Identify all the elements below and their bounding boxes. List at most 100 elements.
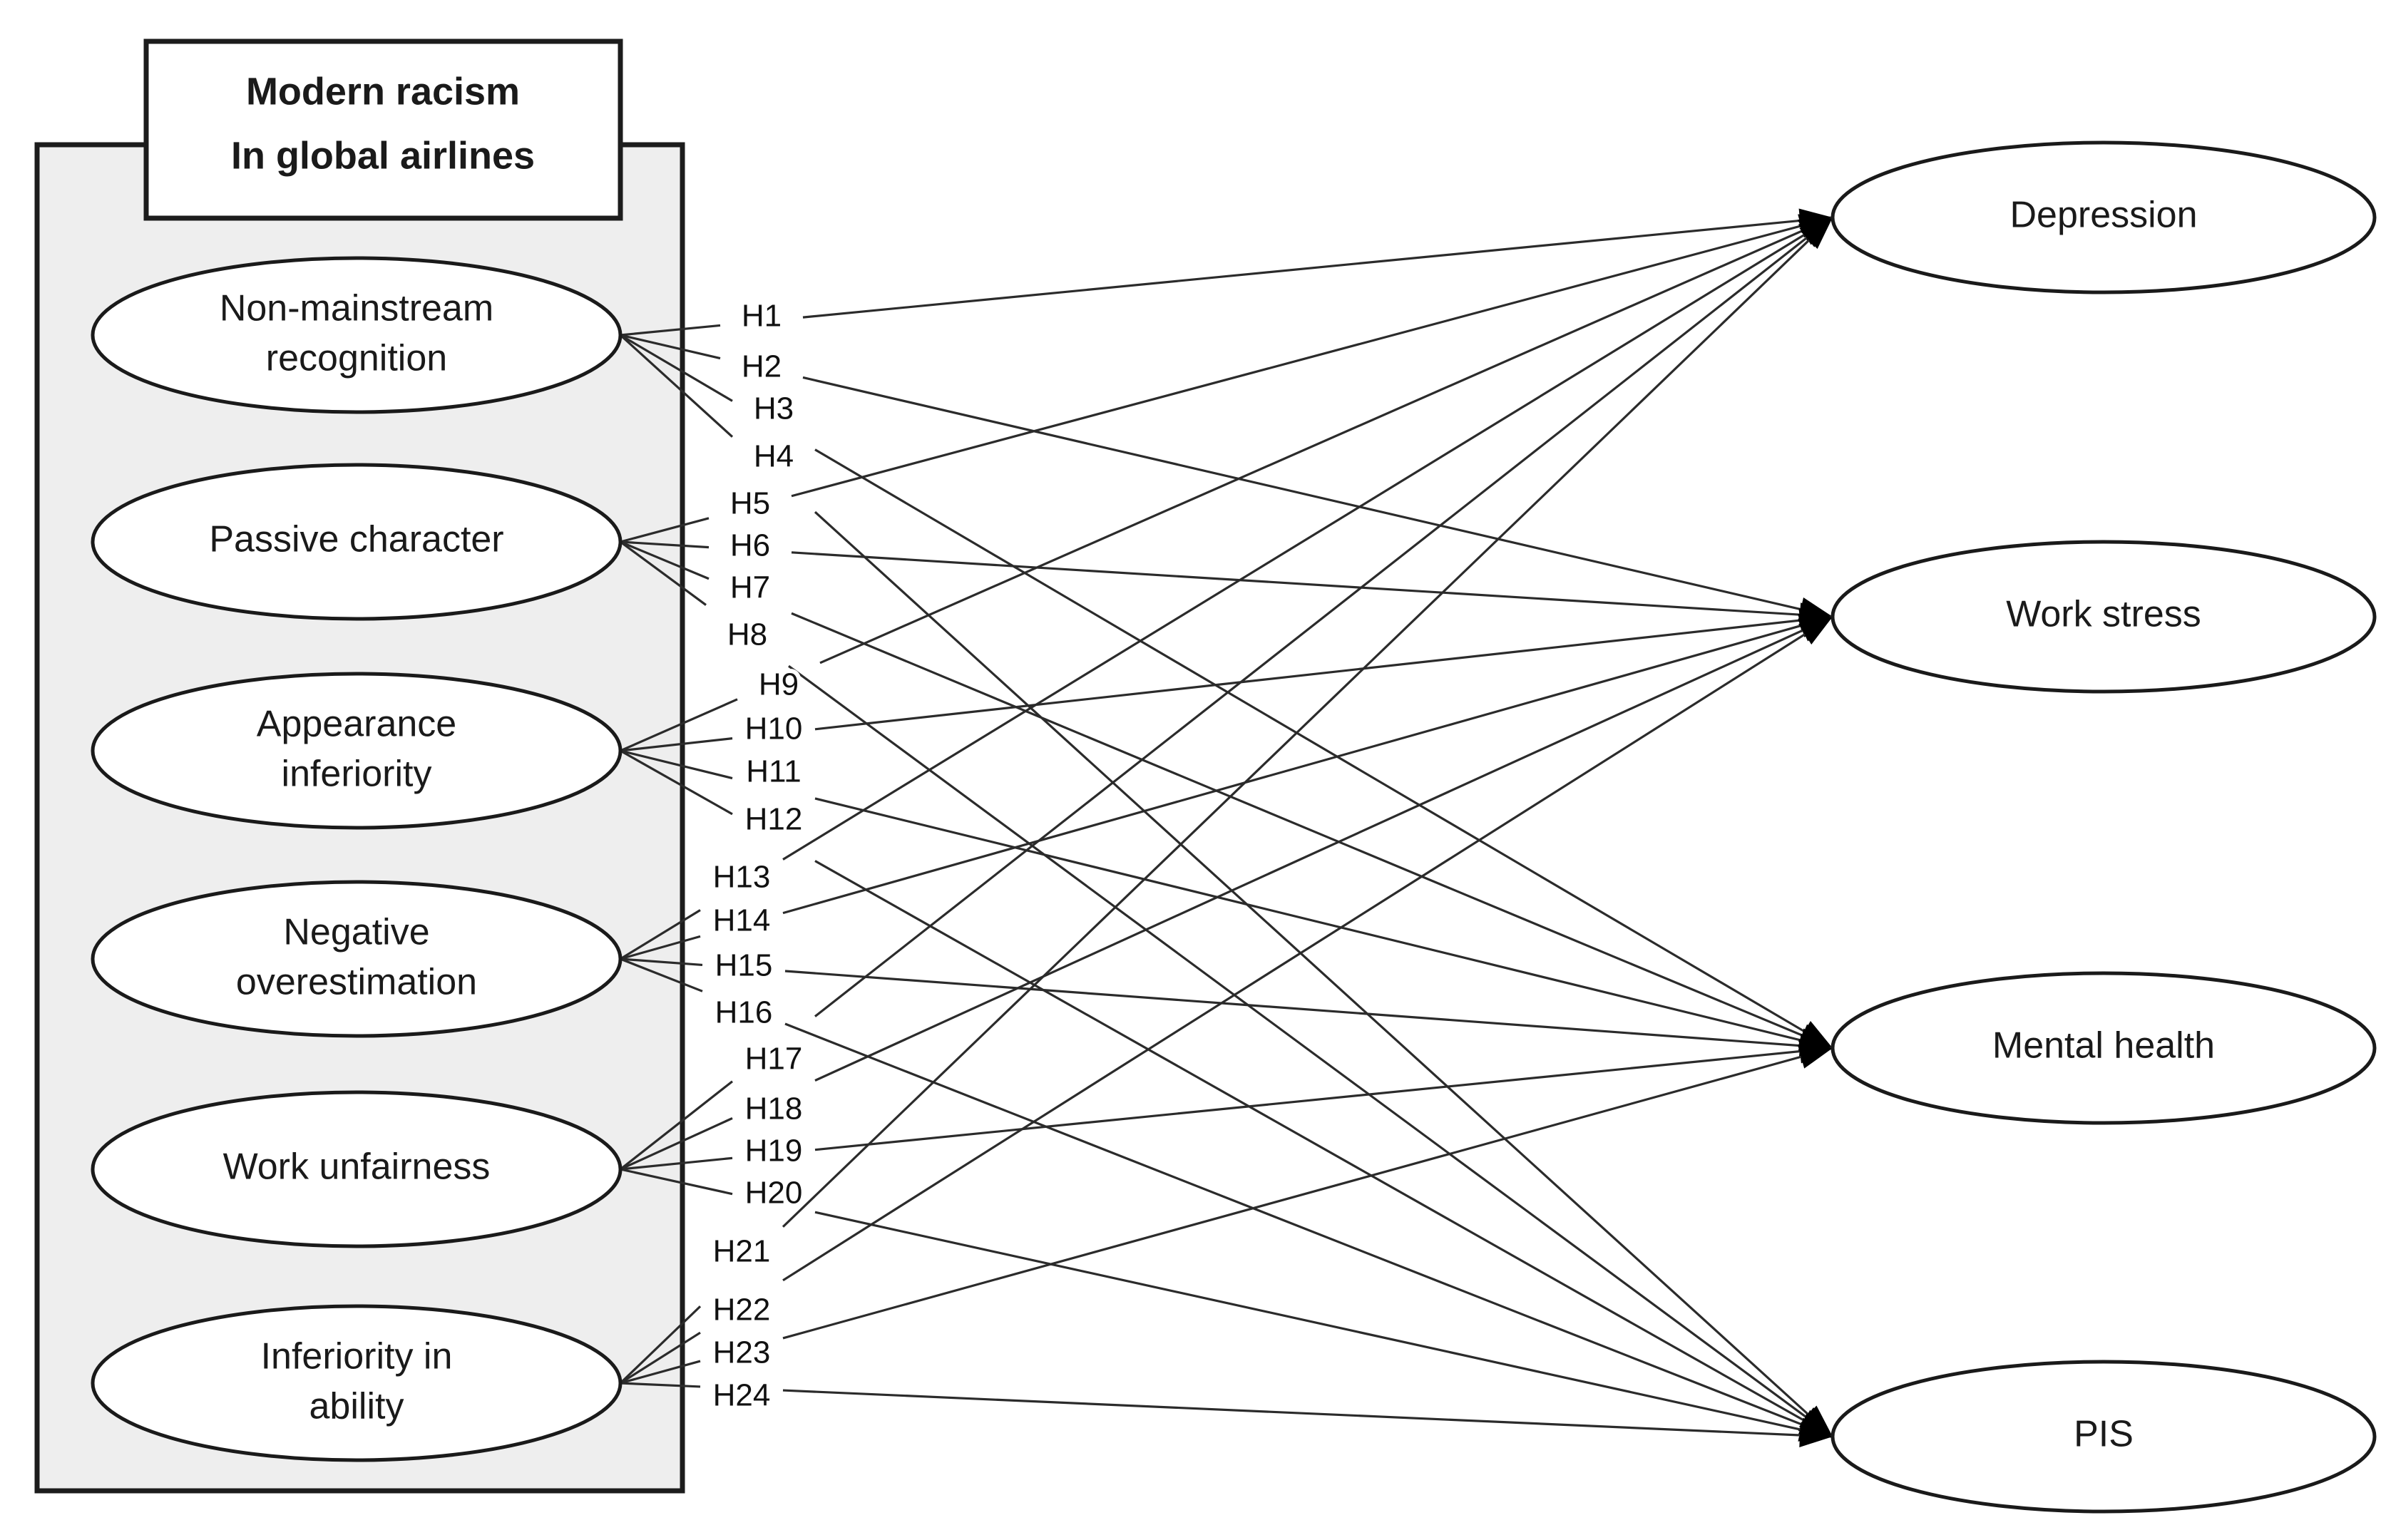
outcome-ellipse[interactable] <box>1830 140 2377 294</box>
label-text: H18 <box>745 1092 803 1126</box>
hypothesis-path-h4 <box>619 334 1834 1438</box>
label-halo: H10 <box>745 712 803 746</box>
outcome-ellipse[interactable] <box>1830 540 2377 694</box>
hypothesis-paths-layer <box>619 208 1834 1447</box>
hypothesis-labels-layer: H1H1H2H2H3H3H4H4H5H5H6H6H7H7H8H8H9H9H10H… <box>709 294 807 1417</box>
construct-ellipse[interactable] <box>91 463 623 621</box>
hypothesis-path-h1 <box>620 208 1833 337</box>
hypothesis-path-h24 <box>620 1382 1833 1447</box>
label-halo: H3 <box>754 391 794 426</box>
label-halo: H14 <box>713 903 771 938</box>
label-halo: H12 <box>745 802 803 837</box>
label-halo: H17 <box>745 1042 803 1077</box>
label-halo: H13 <box>713 860 771 895</box>
label-text: H22 <box>713 1293 771 1328</box>
label-text: H2 <box>742 349 782 384</box>
hypothesis-path-h13 <box>620 216 1833 960</box>
construct-label-line-1: Inferiority in <box>261 1336 453 1377</box>
construct-label-line-2: inferiority <box>282 754 432 795</box>
hypothesis-path-h18 <box>620 615 1833 1171</box>
label-text: H7 <box>730 570 770 605</box>
construct-label-line-1: Appearance <box>257 704 456 745</box>
label-text: H20 <box>745 1176 803 1211</box>
label-halo: H21 <box>713 1234 771 1269</box>
construct-node-passive-character[interactable]: Passive character <box>91 463 623 621</box>
hypothesis-path-h7 <box>620 540 1833 1049</box>
construct-ellipse[interactable] <box>91 1090 623 1248</box>
construct-ellipse[interactable] <box>91 880 623 1038</box>
label-text: H21 <box>713 1234 771 1269</box>
construct-node-appearance-inferiority[interactable]: Appearance inferiority <box>91 672 623 830</box>
label-halo: H2 <box>742 349 782 384</box>
construct-label-line-2: overestimation <box>236 962 477 1003</box>
outcome-node-pis[interactable]: PIS <box>1830 1360 2377 1514</box>
outcome-node-mental-health[interactable]: Mental health <box>1830 971 2377 1125</box>
label-halo: H7 <box>730 570 770 605</box>
construct-ellipse[interactable] <box>91 1304 623 1462</box>
arrow-head <box>1801 217 1833 250</box>
arrow-head <box>1798 617 1833 645</box>
construct-node-non-mainstream-recognition[interactable]: Non-mainstream recognition <box>91 256 623 414</box>
outcome-node-work-stress[interactable]: Work stress <box>1830 540 2377 694</box>
label-halo: H8 <box>727 617 767 652</box>
construct-label-line-1: Non-mainstream <box>220 288 493 329</box>
label-text: H23 <box>713 1335 771 1370</box>
label-halo: H23 <box>713 1335 771 1370</box>
label-halo: H5 <box>730 486 770 521</box>
outcome-ellipse[interactable] <box>1830 971 2377 1125</box>
label-text: H24 <box>713 1378 771 1413</box>
outcome-node-depression[interactable]: Depression <box>1830 140 2377 294</box>
label-text: H19 <box>745 1134 803 1169</box>
hypothesis-path-h9 <box>620 216 1833 752</box>
label-text: H6 <box>730 528 770 563</box>
title-line-2: In global airlines <box>231 134 535 177</box>
construct-label-line-2: recognition <box>266 338 447 379</box>
label-halo: H4 <box>754 439 794 474</box>
label-text: H1 <box>742 299 782 334</box>
construct-ellipse[interactable] <box>91 256 623 414</box>
outcome-label: Depression <box>2009 195 2197 236</box>
label-text: H5 <box>730 486 770 521</box>
construct-node-negative-overestimation[interactable]: Negative overestimation <box>91 880 623 1038</box>
hypothesis-path-h6 <box>620 540 1833 627</box>
outcome-label: Work stress <box>2006 594 2201 635</box>
construct-ellipse[interactable] <box>91 672 623 830</box>
title-line-1: Modern racism <box>246 70 520 113</box>
label-text: H16 <box>715 995 773 1030</box>
label-halo: H1 <box>742 299 782 334</box>
label-halo: H20 <box>745 1176 803 1211</box>
hypothesis-path-h14 <box>620 614 1833 960</box>
construct-node-work-unfairness[interactable]: Work unfairness <box>91 1090 623 1248</box>
label-text: H17 <box>745 1042 803 1077</box>
hypothesis-path-h21 <box>619 216 1834 1385</box>
label-halo: H15 <box>715 948 773 983</box>
outcome-ellipse[interactable] <box>1830 1360 2377 1514</box>
label-text: H11 <box>746 754 801 789</box>
construct-label-line-1: Negative <box>283 912 429 953</box>
hypothesis-path-h5 <box>620 214 1833 543</box>
hypothesis-path-h22 <box>620 615 1833 1385</box>
construct-label: Work unfairness <box>223 1146 491 1188</box>
hypothesis-path-h17 <box>620 216 1833 1171</box>
label-halo: H19 <box>745 1134 803 1169</box>
outcome-label: PIS <box>2074 1414 2134 1455</box>
label-halo: H16 <box>715 995 773 1030</box>
